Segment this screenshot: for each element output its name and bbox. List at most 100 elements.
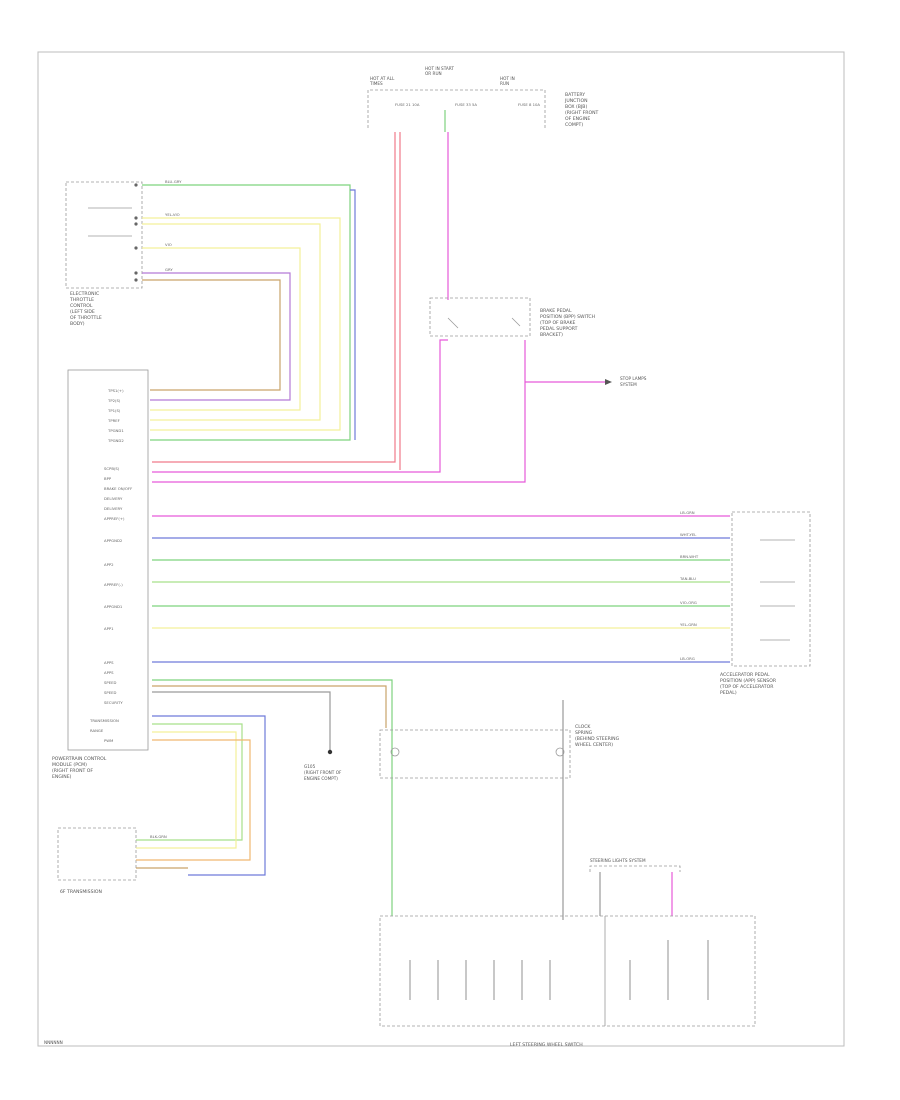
- throttle-label-1: ELECTRONIC: [70, 291, 99, 297]
- bjb-label-6: COMPT): [565, 122, 583, 128]
- electronic-throttle-control: ELECTRONIC THROTTLE CONTROL (LEFT SIDE O…: [65, 181, 143, 327]
- power-distribution: HOT AT ALL TIMES HOT IN START OR RUN HOT…: [367, 66, 599, 128]
- pcm-pin-23: TRANSMISSION: [89, 718, 119, 723]
- throttle-wires: BLU-GRY YEL-VIO VIO GRY: [142, 179, 356, 441]
- pcm-pin-8: BPP: [104, 476, 112, 481]
- diagram-id: NNNNNN: [44, 1040, 63, 1045]
- clock-label-2: SPRING: [575, 730, 593, 736]
- hot-start-1: HOT IN START: [425, 66, 454, 71]
- bjb-label-1: BATTERY: [565, 92, 585, 98]
- pcm-pin-24: RANGE: [90, 728, 104, 733]
- hot-run-2: RUN: [500, 81, 509, 86]
- transmission: 6F TRANSMISSION BLK-GRN: [57, 827, 188, 895]
- wire-label-4: GRY: [165, 267, 173, 272]
- app-wire-label-7: LB-ORG: [680, 656, 695, 661]
- left-steering-wheel-switch: LEFT STEERING WHEEL SWITCH: [379, 915, 756, 1048]
- bjb-label-2: JUNCTION: [564, 98, 588, 104]
- steering-switch-label: LEFT STEERING WHEEL SWITCH: [510, 1042, 583, 1048]
- app-wire-label-5: VIO-ORG: [680, 600, 697, 605]
- fuse-b: FUSE 33 5A: [455, 102, 477, 107]
- bjb-label-3: BOX (BJB): [565, 104, 587, 110]
- bpp-label-3: (TOP OF BRAKE: [540, 320, 575, 326]
- throttle-label-2: THROTTLE: [69, 297, 94, 303]
- app-wire-label-1: LB-GRN: [680, 510, 695, 515]
- clock-spring: CLOCK SPRING (BEHIND STEERING WHEEL CENT…: [379, 724, 620, 779]
- diagram-frame: [37, 51, 845, 1047]
- pcm-pin-14: APP2: [104, 562, 114, 567]
- pcm-label-1: POWERTRAIN CONTROL: [52, 756, 107, 762]
- pcm-pin-19: APPS: [104, 670, 114, 675]
- app-label-3: (TOP OF ACCELERATOR: [720, 684, 774, 690]
- pcm-pin-6: TPGND2: [107, 438, 124, 443]
- throttle-label-5: OF THROTTLE: [70, 315, 102, 321]
- pcm-pin-22: SECURITY: [104, 700, 123, 705]
- bpp-label-5: BRACKET): [540, 332, 563, 338]
- pcm-pin-1: TPS1(+): [107, 388, 124, 393]
- accelerator-pedal-sensor: ACCELERATOR PEDAL POSITION (APP) SENSOR …: [720, 511, 811, 696]
- g105-label-2: (RIGHT FRONT OF: [304, 770, 342, 775]
- pcm-label-2: MODULE (PCM): [52, 762, 87, 768]
- app-wire-label-2: WHT-YEL: [680, 532, 697, 537]
- hot-all-2: TIMES: [369, 81, 383, 86]
- app-wire-label-3: BRN-WHT: [680, 554, 699, 559]
- bpp-label-1: BRAKE PEDAL: [540, 308, 572, 314]
- pcm-pin-3: TP1(S): [107, 408, 121, 413]
- pcm-pin-7: SCPB(S): [104, 466, 120, 471]
- pcm-pin-13: APPGND2: [104, 538, 123, 543]
- ground-g105: G105 (RIGHT FRONT OF ENGINE COMPT): [304, 749, 342, 781]
- fuse-c: FUSE 8 10A: [518, 102, 540, 107]
- power-wires: [152, 110, 605, 483]
- app-wire-label-6: YEL-GRN: [680, 622, 697, 627]
- steering-lights-link: STEERING LIGHTS SYSTEM: [589, 858, 681, 916]
- throttle-label-4: (LEFT SIDE: [70, 309, 95, 315]
- brake-pedal-switch: BRAKE PEDAL POSITION (BPP) SWITCH (TOP O…: [429, 297, 647, 387]
- pcm-pin-5: TPGND1: [107, 428, 124, 433]
- transmission-label: 6F TRANSMISSION: [60, 889, 102, 895]
- clock-label-4: WHEEL CENTER): [575, 742, 613, 748]
- stop-lamps-1: STOP LAMPS: [620, 376, 647, 381]
- lower-wires: [152, 679, 564, 920]
- pcm-pin-15: APPREF(-): [104, 582, 123, 587]
- wire-label-1: BLU-GRY: [165, 179, 182, 184]
- wire-label-2: YEL-VIO: [165, 212, 180, 217]
- hot-start-2: OR RUN: [425, 71, 442, 76]
- bpp-label-4: PEDAL SUPPORT: [540, 326, 578, 332]
- hot-all-1: HOT AT ALL: [370, 76, 395, 81]
- pcm-pin-10: DELIVERY: [104, 496, 123, 501]
- app-wire-label-4: TAN-BLU: [679, 576, 696, 581]
- pcm-pin-20: SPEED: [104, 680, 116, 685]
- pcm-module: POWERTRAIN CONTROL MODULE (PCM) (RIGHT F…: [52, 369, 149, 780]
- app-label-4: PEDAL): [720, 690, 737, 696]
- pcm-label-4: ENGINE): [52, 774, 72, 780]
- throttle-label-3: CONTROL: [70, 303, 93, 309]
- bpp-label-2: POSITION (BPP) SWITCH: [540, 314, 595, 320]
- app-label-2: POSITION (APP) SENSOR: [720, 678, 777, 684]
- pcm-pin-9: BRAKE ON/OFF: [104, 486, 132, 491]
- bjb-label-4: (RIGHT FRONT: [565, 110, 599, 116]
- stop-lamps-2: SYSTEM: [620, 382, 637, 387]
- g105-label-1: G105: [304, 764, 316, 769]
- pcm-pin-2: TP2(S): [107, 398, 121, 403]
- hot-run-1: HOT IN: [500, 76, 515, 81]
- fuse-a: FUSE 21 10A: [395, 102, 420, 107]
- app-label-1: ACCELERATOR PEDAL: [720, 672, 770, 678]
- pcm-pin-25: PWM: [104, 738, 113, 743]
- wire-label-3: VIO: [165, 242, 172, 247]
- pcm-pin-16: APPGND1: [104, 604, 123, 609]
- pcm-pin-12: APPREF(+): [104, 516, 125, 521]
- pcm-pin-18: APPS: [104, 660, 114, 665]
- clock-label-1: CLOCK: [575, 724, 591, 730]
- steering-lights-label: STEERING LIGHTS SYSTEM: [590, 858, 646, 863]
- pcm-pin-11: DELIVERY: [104, 506, 123, 511]
- clock-label-3: (BEHIND STEERING: [575, 736, 620, 742]
- pcm-label-3: (RIGHT FRONT OF: [52, 768, 93, 774]
- throttle-label-6: BODY): [70, 321, 85, 327]
- trans-wire-label: BLK-GRN: [150, 834, 167, 839]
- pcm-pin-21: SPEED: [104, 690, 116, 695]
- g105-label-3: ENGINE COMPT): [304, 776, 338, 781]
- pcm-pin-17: APP1: [104, 626, 114, 631]
- pcm-pin-4: TPREF: [107, 418, 120, 423]
- app-sensor-wires: LB-GRN WHT-YEL BRN-WHT TAN-BLU VIO-ORG Y…: [152, 510, 730, 663]
- bjb-label-5: OF ENGINE: [565, 116, 590, 122]
